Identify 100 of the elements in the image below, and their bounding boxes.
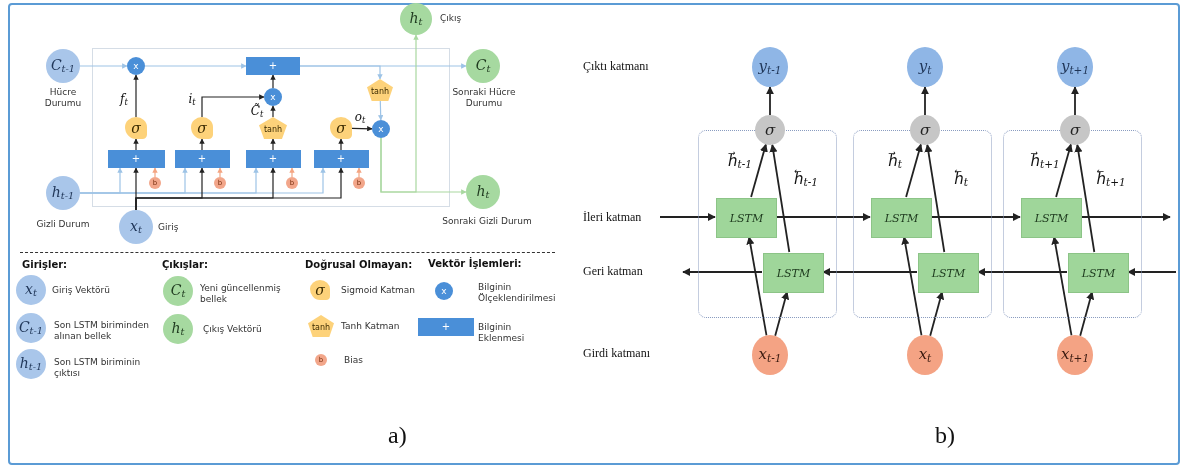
output-circle <box>752 47 788 87</box>
layer-label: Çıktı katmanı <box>583 59 649 74</box>
node-caption: Bilginin Ölçeklendirilmesi <box>478 282 557 304</box>
arrow <box>1079 291 1095 337</box>
lstm-box <box>716 198 777 238</box>
node-caption: Son LSTM biriminin çıktısı <box>54 357 142 379</box>
sigmoid-shape <box>330 117 352 139</box>
arrow <box>822 267 918 277</box>
arrow <box>299 65 383 80</box>
math-symbol: C$_{t}$ <box>170 282 186 300</box>
math-symbol: LSTM <box>729 212 764 224</box>
arrow <box>79 63 128 69</box>
symbol-label: tanh <box>311 324 331 332</box>
node-caption: Sonraki Gizli Durum <box>441 216 533 227</box>
math-symbol: y$_{t+1}$ <box>1060 58 1090 76</box>
arrow <box>133 74 139 118</box>
add-bar <box>174 150 230 168</box>
math-symbol: h$_{t-1}$ <box>51 184 75 202</box>
arrow <box>775 212 871 222</box>
arrow <box>1070 86 1080 116</box>
node-caption: Son LSTM biriminden alınan bellek <box>54 320 150 342</box>
arrow <box>750 143 768 198</box>
node-caption: Sigmoid Katman <box>341 285 417 296</box>
symbol-label: x <box>133 61 139 71</box>
math-symbol: h$_{t}$ <box>476 183 490 201</box>
arrow <box>920 86 930 116</box>
node-caption: Tanh Katman <box>341 321 401 332</box>
input-circle <box>1057 335 1093 375</box>
sigmoid-shape <box>191 117 213 139</box>
arrow <box>338 138 344 151</box>
math-symbol: LSTM <box>1081 267 1116 279</box>
math-symbol: x$_{t-1}$ <box>758 346 782 364</box>
symbol-label: x <box>378 124 384 134</box>
symbol-label: + <box>441 322 451 332</box>
add-bar <box>107 150 165 168</box>
math-symbol: C$_{t-1}$ <box>18 319 44 337</box>
math-symbol: LSTM <box>884 212 919 224</box>
math-symbol: h$_{t}$ <box>171 320 185 338</box>
arrow <box>144 63 247 69</box>
node-caption: Hücre Durumu <box>43 87 83 109</box>
layer-label: Geri katman <box>583 264 643 279</box>
edge-label: i$_{t}$ <box>187 92 197 108</box>
sigmoid-circle <box>1060 115 1090 145</box>
math-symbol: x$_{t+1}$ <box>1060 346 1090 364</box>
symbol-label: tanh <box>263 126 283 134</box>
arrow <box>133 138 139 151</box>
node-caption: Bilginin Eklenmesi <box>478 322 526 344</box>
arrow <box>270 138 276 151</box>
symbol-label: + <box>131 154 141 164</box>
layer-label: İleri katman <box>583 210 642 225</box>
math-symbol: σ <box>336 121 346 135</box>
node-caption: Çıkış <box>440 13 463 24</box>
arrow <box>774 291 790 337</box>
arrow <box>199 138 205 151</box>
arrow <box>1055 143 1073 198</box>
layer-label: Girdi katmanı <box>583 346 650 361</box>
arrow <box>930 212 1021 222</box>
arrow <box>201 94 265 118</box>
lstm-box <box>918 253 979 293</box>
node-caption: Yeni güncellenmiş bellek <box>200 283 282 305</box>
symbol-label: + <box>197 154 207 164</box>
arrow <box>380 34 419 193</box>
arrow <box>1080 212 1171 222</box>
math-symbol: σ <box>764 122 776 138</box>
math-symbol: C$_{t}$ <box>475 57 491 75</box>
symbol-label: + <box>336 154 346 164</box>
symbol-label: x <box>270 92 276 102</box>
node-caption: Çıkış Vektörü <box>203 324 263 335</box>
legend-heading: Çıkışlar: <box>162 259 208 270</box>
multiply-circle <box>264 88 282 106</box>
arrow <box>929 291 945 337</box>
arrow <box>1051 236 1073 337</box>
legend-heading: Doğrusal Olmayan: <box>305 259 413 270</box>
math-symbol: LSTM <box>931 267 966 279</box>
math-symbol: σ <box>197 121 207 135</box>
input-circle <box>907 335 943 375</box>
add-bar <box>245 150 301 168</box>
tanh-pentagon <box>259 117 287 139</box>
lstm-box <box>763 253 824 293</box>
add-bar <box>313 150 369 168</box>
panel-label: b) <box>935 422 955 449</box>
multiply-circle <box>127 57 145 75</box>
edge-label: C̃$_{t}$ <box>249 104 265 120</box>
node-caption: Sonraki Hücre Durumu <box>451 87 517 109</box>
math-symbol: σ <box>1069 122 1081 138</box>
arrow <box>769 143 791 253</box>
arrow <box>746 236 768 337</box>
symbol-label: + <box>268 154 278 164</box>
node-caption: Giriş <box>158 222 180 233</box>
legend-heading: Girişler: <box>22 259 68 270</box>
arrow <box>659 212 716 222</box>
arrow <box>152 167 158 178</box>
lstm-box <box>871 198 932 238</box>
multiply-circle <box>372 120 390 138</box>
tanh-pentagon <box>367 79 393 101</box>
arrow <box>905 143 923 198</box>
arrow <box>765 86 775 116</box>
arrow <box>377 100 384 121</box>
symbol-label: x <box>441 286 447 296</box>
legend-heading: Vektör İşlemleri: <box>428 258 522 269</box>
